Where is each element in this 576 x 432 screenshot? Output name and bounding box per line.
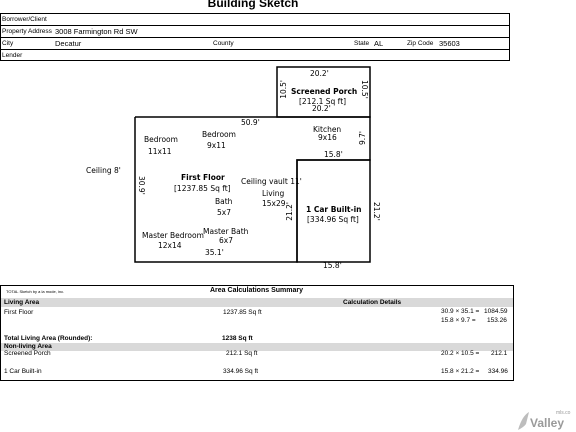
- garage-right-dim: 21.2': [372, 202, 381, 221]
- area-calculations-table: Living Area Calculation Details First Fl…: [0, 285, 514, 381]
- property-value: 3008 Farmington Rd SW: [55, 27, 138, 36]
- porch-result: 212.1: [491, 350, 508, 357]
- total-value: 1238 Sq ft: [222, 335, 253, 342]
- first-floor-area: [1237.85 Sq ft]: [174, 184, 231, 193]
- first-floor-label: First Floor: [4, 309, 34, 316]
- living-header: Living Area: [4, 299, 40, 306]
- porch-label: Screened Porch: [4, 350, 51, 357]
- calc-title: Area Calculations Summary: [210, 287, 303, 294]
- page-title: Building Sketch: [207, 0, 299, 10]
- porch-top-dim: 20.2': [310, 69, 329, 78]
- master-bath-name: Master Bath: [203, 227, 249, 236]
- valley-mls-logo: Valley mls.co: [516, 410, 576, 432]
- house-bottom-dim: 35.1': [205, 248, 224, 257]
- logo-swoosh-icon: [518, 412, 529, 430]
- living-size: 15x29: [262, 199, 286, 208]
- porch-right-dim: 10.5': [360, 80, 369, 99]
- property-header: Borrower/Client Property Address 3008 Fa…: [0, 13, 510, 61]
- borrower-row: Borrower/Client: [1, 14, 509, 26]
- kitchen-size: 9x16: [318, 133, 337, 142]
- garage-value: 334.96 Sq ft: [223, 368, 259, 375]
- garage-outline: [296, 159, 371, 263]
- city-label: City: [2, 40, 14, 47]
- ceiling-label: Ceiling 8': [86, 166, 121, 175]
- state-value: AL: [374, 39, 384, 48]
- property-label: Property Address: [2, 28, 52, 35]
- porch-area: [212.1 Sq ft]: [299, 97, 347, 106]
- nonliving-header-bar: [1, 343, 513, 351]
- porch-bottom-dim: 20.2': [312, 104, 331, 113]
- zip-label: Zip Code: [407, 40, 434, 47]
- nonliving-header: Non-living Area: [4, 343, 52, 350]
- garage-result: 334.96: [488, 368, 508, 375]
- total-label: Total Living Area (Rounded):: [4, 335, 93, 342]
- master-bed-size: 12x14: [158, 241, 182, 250]
- bedroom1-size: 11x11: [148, 147, 172, 156]
- house-top-dim: 50.9': [241, 118, 260, 127]
- ff-line2-result: 153.26: [487, 317, 507, 324]
- ff-line1-result: 1084.59: [484, 308, 508, 315]
- ff-line1: 30.9 × 35.1 =: [441, 308, 480, 315]
- porch-calc: 20.2 × 10.5 =: [441, 350, 480, 357]
- garage-bottom-dim: 15.8': [323, 261, 342, 270]
- county-label: County: [213, 40, 234, 47]
- living-header-bar: [1, 298, 513, 307]
- logo-subtext: mls.co: [556, 410, 571, 416]
- lender-label: Lender: [2, 52, 23, 59]
- porch-left-dim: 10.5': [279, 80, 288, 99]
- porch-name: Screened Porch: [291, 87, 358, 96]
- bath-size: 5x7: [217, 208, 231, 217]
- ff-line2: 15.8 × 9.7 =: [441, 317, 476, 324]
- first-floor-value: 1237.85 Sq ft: [223, 309, 262, 316]
- master-bed-name: Master Bedroom: [142, 231, 204, 240]
- software-footnote: TOTAL Sketch by a la mode, inc.: [6, 289, 65, 294]
- garage-name: 1 Car Built-in: [306, 205, 362, 214]
- first-floor-name: First Floor: [181, 173, 225, 182]
- city-value: Decatur: [55, 39, 82, 48]
- bedroom2-size: 9x11: [207, 141, 226, 150]
- master-bath-size: 6x7: [219, 236, 233, 245]
- kitchen-name: Kitchen: [313, 125, 342, 134]
- borrower-label: Borrower/Client: [2, 16, 47, 23]
- property-row: Property Address 3008 Farmington Rd SW: [1, 26, 509, 38]
- kitchen-right-dim: 9.7': [358, 131, 367, 145]
- lender-row: Lender: [1, 50, 509, 62]
- bedroom2-name: Bedroom: [202, 130, 236, 139]
- garage-calc: 15.8 × 21.2 =: [441, 368, 480, 375]
- bath-name: Bath: [215, 197, 233, 206]
- garage-label: 1 Car Built-in: [4, 368, 42, 375]
- garage-left-dim: 21.2': [285, 202, 294, 221]
- porch-value: 212.1 Sq ft: [226, 350, 258, 357]
- living-name: Living: [262, 189, 285, 198]
- garage-top-dim: 15.8': [324, 150, 343, 159]
- garage-area: [334.96 Sq ft]: [307, 215, 359, 224]
- zip-value: 35603: [439, 39, 460, 48]
- bedroom1-name: Bedroom: [144, 135, 178, 144]
- ceiling-vault: Ceiling vault 11': [241, 177, 302, 186]
- logo-text: Valley: [530, 416, 565, 430]
- house-left-dim: 30.9': [137, 176, 146, 195]
- state-label: State: [354, 40, 370, 47]
- details-header: Calculation Details: [343, 299, 402, 306]
- city-row: City Decatur County State AL Zip Code 35…: [1, 38, 509, 50]
